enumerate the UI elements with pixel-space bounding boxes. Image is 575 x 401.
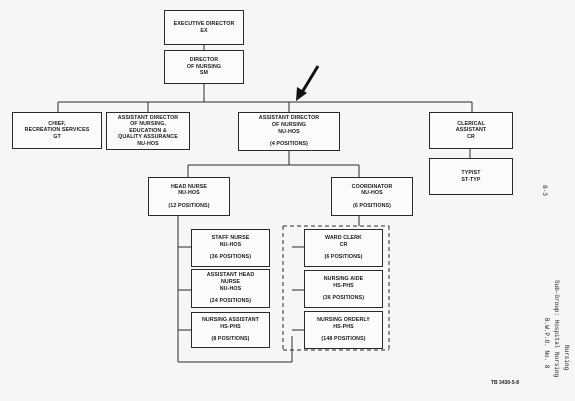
assistant-director-education-box: ASSISTANT DIRECTOR OF NURSING, EDUCATION… — [106, 112, 190, 150]
box-code: CR — [467, 133, 475, 140]
chief-recreation-box: CHIEF, RECREATION SERVICES GT — [12, 112, 102, 149]
director-of-nursing-box: DIRECTOR OF NURSING SM — [164, 50, 244, 84]
box-code: NU-HOS — [219, 285, 242, 292]
margin-line-1: Nursing — [563, 345, 570, 371]
box-positions: (36 POSITIONS) — [209, 254, 252, 261]
box-title: COORDINATOR — [351, 183, 393, 190]
assistant-head-nurse-box: ASSISTANT HEAD NURSE NU-HOS (24 POSITION… — [191, 269, 270, 308]
box-title: ASSISTANT DIRECTOR OF NURSING — [258, 115, 320, 128]
typist-box: TYPIST ST-TYP — [429, 158, 513, 195]
box-code: ST-TYP — [461, 176, 481, 183]
reference-code: TB 3430-5-8 — [491, 380, 520, 386]
staff-nurse-box: STAFF NURSE NU-HOS (36 POSITIONS) — [191, 229, 270, 267]
box-title: CHIEF, RECREATION SERVICES — [24, 120, 90, 134]
box-code: NU-HOS — [137, 140, 159, 147]
box-title: TYPIST — [461, 169, 481, 176]
box-title: EXECUTIVE DIRECTOR — [173, 20, 235, 27]
coordinator-box: COORDINATOR NU-HOS (6 POSITIONS) — [331, 177, 413, 216]
executive-director-box: EXECUTIVE DIRECTOR EX — [164, 10, 244, 45]
box-code: GT — [53, 133, 61, 140]
box-code: HS-PHS — [333, 323, 354, 330]
box-code: NU-HOS — [278, 128, 300, 135]
box-positions: (6 POSITIONS) — [324, 254, 363, 261]
nursing-orderly-box: NURSING ORDERLY HS-PHS (148 POSITIONS) — [304, 311, 383, 349]
box-positions: (6 POSITIONS) — [352, 202, 392, 209]
page-number: 8-3 — [541, 185, 548, 196]
box-title: NURSING ORDERLY — [317, 317, 370, 324]
box-code: NU-HOS — [361, 190, 383, 197]
box-title: CLERICAL ASSISTANT — [455, 120, 487, 134]
box-positions: (8 POSITIONS) — [211, 336, 250, 343]
box-positions: (24 POSITIONS) — [209, 298, 252, 305]
box-positions: (12 POSITIONS) — [168, 202, 210, 209]
box-title: ASSISTANT HEAD NURSE — [206, 272, 255, 285]
margin-line-3: B.W.P.O. No. 8 — [543, 318, 550, 369]
box-title: NURSING AIDE — [323, 276, 364, 283]
box-positions: (4 POSITIONS) — [269, 141, 309, 148]
nursing-assistant-box: NURSING ASSISTANT HS-PHS (8 POSITIONS) — [191, 312, 270, 348]
ward-clerk-box: WARD CLERK CR (6 POSITIONS) — [304, 229, 383, 267]
box-positions: (36 POSITIONS) — [322, 295, 365, 302]
margin-line-2: Sub-Group: Hospital Nursing — [553, 280, 560, 378]
box-code: SM — [199, 70, 209, 77]
box-title: DIRECTOR OF NURSING — [186, 57, 222, 70]
box-title: NURSING ASSISTANT — [201, 317, 260, 324]
box-code: NU-HOS — [219, 241, 242, 248]
box-code: CR — [339, 241, 348, 248]
box-title: STAFF NURSE — [211, 235, 250, 242]
assistant-director-nursing-box: ASSISTANT DIRECTOR OF NURSING NU-HOS (4 … — [238, 112, 340, 151]
box-code: EX — [200, 27, 208, 34]
box-code: HS-PHS — [220, 323, 241, 330]
box-title: HEAD NURSE — [170, 183, 208, 190]
box-title: ASSISTANT DIRECTOR OF NURSING, EDUCATION… — [117, 114, 179, 141]
head-nurse-box: HEAD NURSE NU-HOS (12 POSITIONS) — [148, 177, 230, 216]
nursing-aide-box: NURSING AIDE HS-PHS (36 POSITIONS) — [304, 270, 383, 308]
box-code: HS-PHS — [333, 282, 354, 289]
pointer-arrow — [296, 65, 320, 101]
box-code: NU-HOS — [178, 190, 200, 197]
box-title: WARD CLERK — [325, 235, 362, 242]
clerical-assistant-box: CLERICAL ASSISTANT CR — [429, 112, 513, 149]
box-positions: (148 POSITIONS) — [321, 336, 366, 343]
